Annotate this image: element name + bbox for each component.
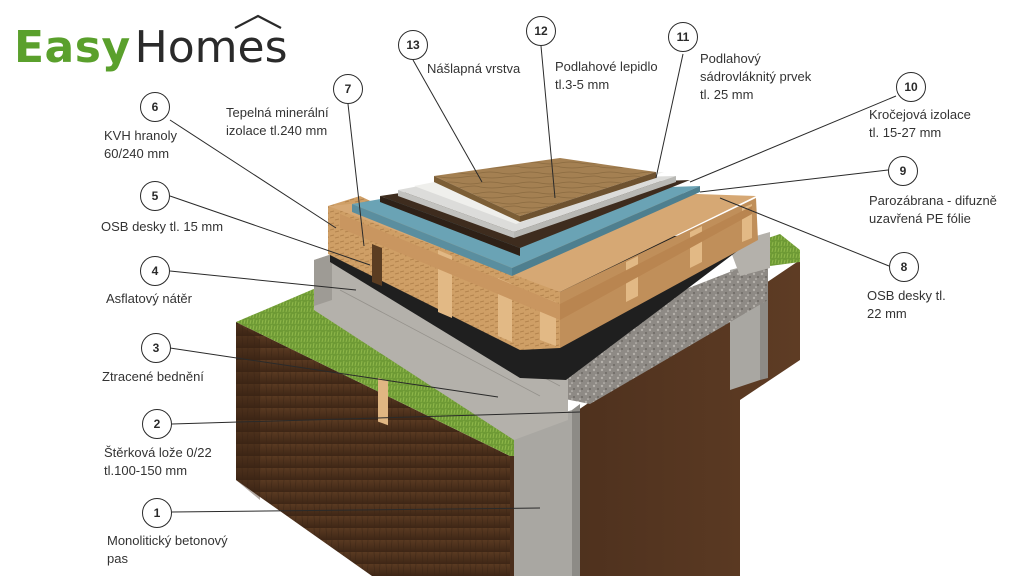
label-1: Monolitický betonový pas [107,532,228,568]
badge-11: 11 [668,22,698,52]
label-6: KVH hranoly 60/240 mm [104,127,177,163]
label-6-line1: KVH hranoly [104,128,177,143]
label-8: OSB desky tl. 22 mm [867,287,946,323]
label-10: Kročejová izolace tl. 15-27 mm [869,106,971,142]
label-13: Nášlapná vrstva [427,60,520,78]
logo-part-homes-text: Homes [134,22,288,73]
label-2-line2: tl.100-150 mm [104,463,188,478]
label-10-line2: tl. 15-27 mm [869,125,942,140]
label-2-line1: Štěrková lože 0/22 [104,445,212,460]
logo-part-homes: Homes [135,14,288,70]
label-11: Podlahový sádrovláknitý prvek tl. 25 mm [700,50,811,104]
label-11-line2: sádrovláknitý prvek [700,69,812,84]
label-9-line2: uzavřená PE fólie [869,211,971,226]
osb-top-deck [340,206,752,320]
label-1-line1: Monolitický betonový [107,533,228,548]
label-8-line1: OSB desky tl. [867,288,946,303]
badge-8: 8 [889,252,919,282]
label-7-line1: Tepelná minerální [226,105,329,120]
badge-5: 5 [140,181,170,211]
label-5: OSB desky tl. 15 mm [101,218,223,236]
logo-part-easy: Easy [14,22,131,73]
label-6-line2: 60/240 mm [104,146,170,161]
badge-7: 7 [333,74,363,104]
label-7: Tepelná minerální izolace tl.240 mm [226,104,329,140]
label-12-line1: Podlahové lepidlo [555,59,658,74]
badge-10: 10 [896,72,926,102]
gravel-bed [555,268,768,404]
label-10-line1: Kročejová izolace [869,107,971,122]
label-3: Ztracené bednění [102,368,204,386]
label-13-line1: Nášlapná vrstva [427,61,521,76]
badge-1: 1 [142,498,172,528]
label-4: Asflatový nátěr [106,290,192,308]
leader-lines [169,45,897,513]
badge-9: 9 [888,156,918,186]
easyhomes-logo: Easy Homes [14,10,288,70]
badge-4: 4 [140,256,170,286]
label-9-line1: Parozábrana - difuzně [869,193,997,208]
label-1-line2: pas [107,551,128,566]
wood-wear-layer [434,158,656,222]
label-5-line1: OSB desky tl. 15 mm [101,219,224,234]
badge-13: 13 [398,30,428,60]
soil-block [236,260,800,576]
label-12: Podlahové lepidlo tl.3-5 mm [555,58,658,94]
badge-3: 3 [141,333,171,363]
label-8-line2: 22 mm [867,306,907,321]
label-4-line1: Asflatový nátěr [106,291,192,306]
label-12-line2: tl.3-5 mm [555,77,610,92]
badge-12: 12 [526,16,556,46]
badge-6: 6 [140,92,170,122]
label-7-line2: izolace tl.240 mm [226,123,328,138]
label-11-line1: Podlahový [700,51,761,66]
badge-2: 2 [142,409,172,439]
label-9: Parozábrana - difuzně uzavřená PE fólie [869,192,997,228]
house-roof-icon [234,14,282,29]
label-2: Štěrková lože 0/22 tl.100-150 mm [104,444,212,480]
label-3-line1: Ztracené bednění [102,369,204,384]
label-11-line3: tl. 25 mm [700,87,754,102]
